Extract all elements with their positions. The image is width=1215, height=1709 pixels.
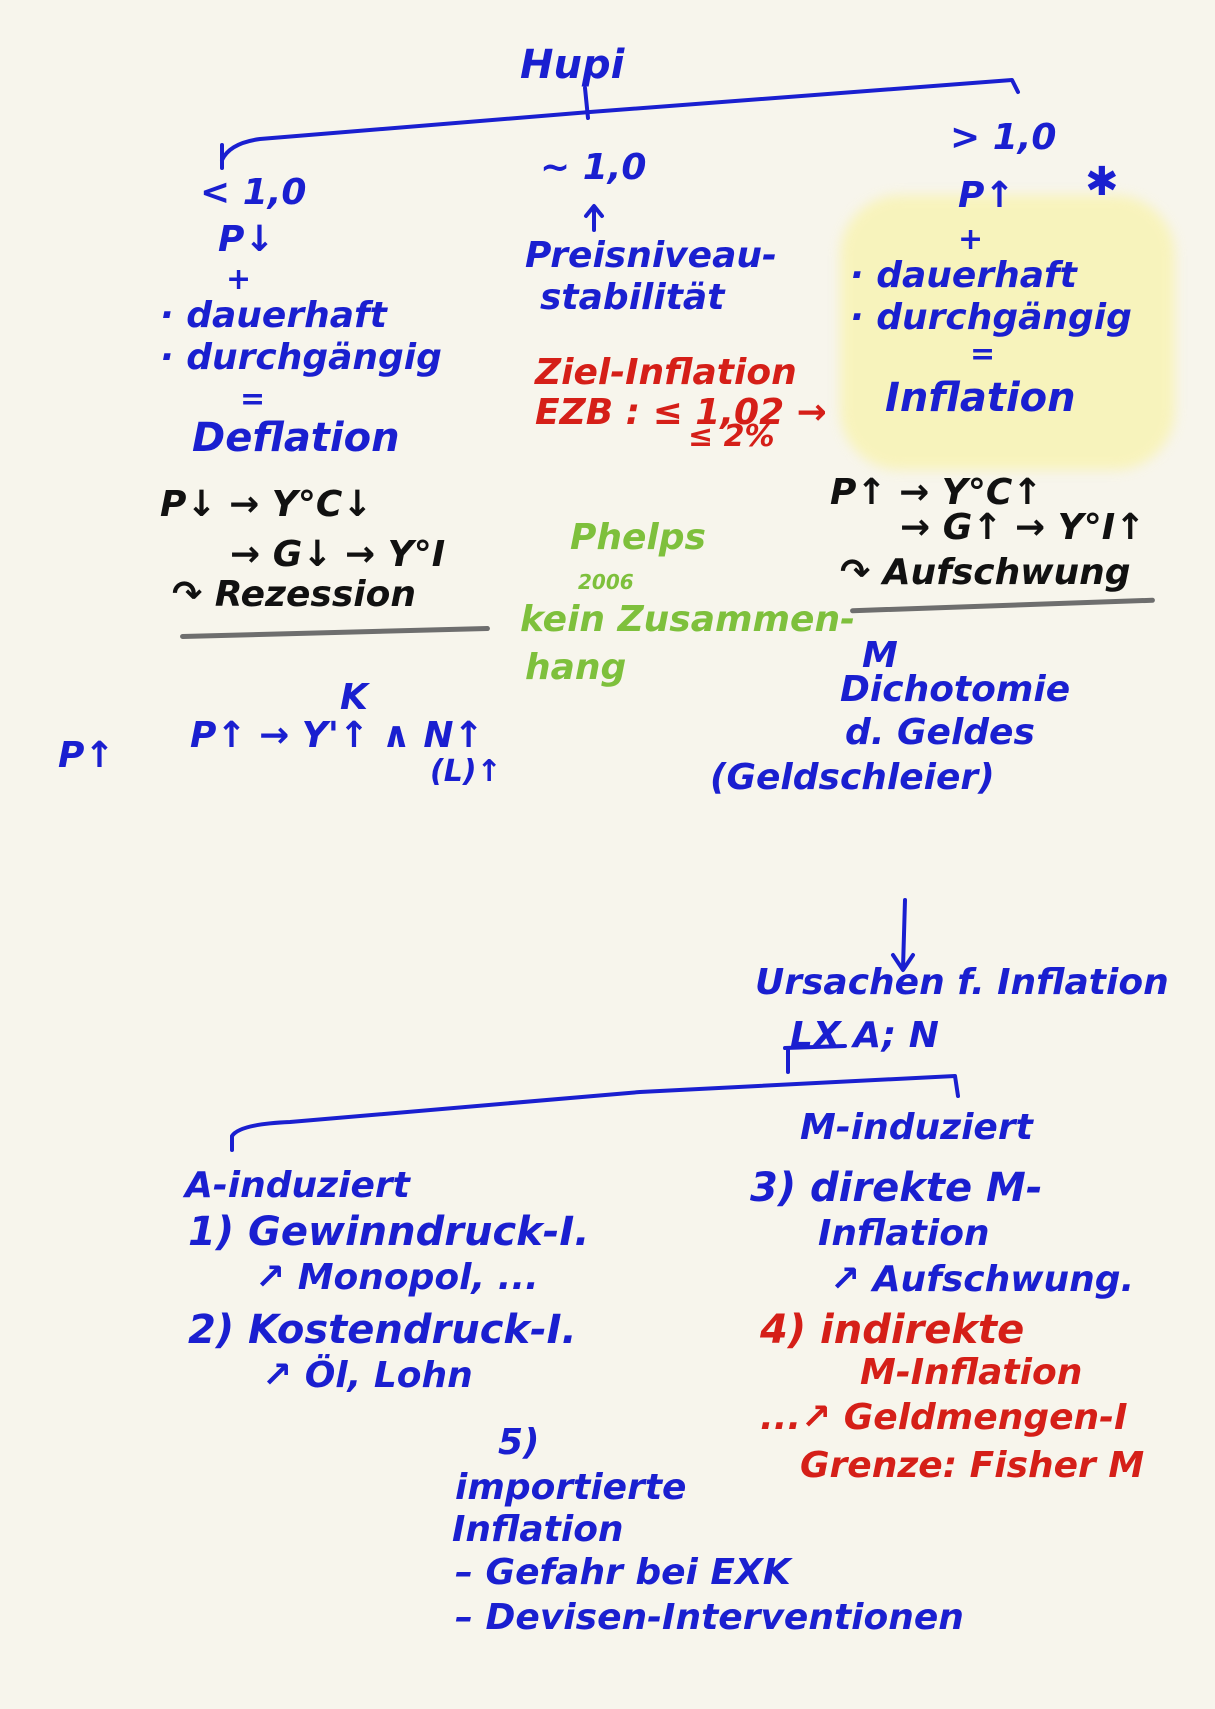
m-induced-item4-2: M-Inflation bbox=[860, 1352, 1083, 1393]
target-inflation-limit: ≤ 2% bbox=[688, 419, 775, 454]
causes-title: Ursachen f. Inflation bbox=[755, 962, 1169, 1003]
left-line1: · dauerhaft bbox=[160, 295, 387, 336]
right-price: P↑ bbox=[958, 175, 1015, 216]
k-chain: P↑ → Y'↑ ∧ N↑ bbox=[190, 715, 484, 756]
middle-up-arrow bbox=[584, 204, 604, 232]
m-induced-item4-limit: Grenze: Fisher M bbox=[800, 1445, 1145, 1486]
right-chain1: P↑ → Y°C↑ bbox=[830, 472, 1043, 513]
phelps-line1: kein Zusammen- bbox=[520, 599, 856, 640]
a-induced-item1-sub: ↗ Monopol, ... bbox=[255, 1257, 539, 1298]
a-induced-item2-sub: ↗ Öl, Lohn bbox=[262, 1355, 473, 1396]
bottom-tree-bracket bbox=[230, 1074, 960, 1152]
left-condition: < 1,0 bbox=[200, 172, 307, 213]
m-induced-item3-1: 3) direkte M- bbox=[750, 1165, 1043, 1211]
phelps-year: 2006 bbox=[578, 570, 634, 594]
left-result: Deflation bbox=[192, 415, 400, 461]
right-line2: · durchgängig bbox=[850, 297, 1132, 338]
tree-title: Hupi bbox=[520, 42, 625, 88]
left-chain1: P↓ → Y°C↓ bbox=[160, 484, 373, 525]
right-chain2: → G↑ → Y°I↑ bbox=[900, 507, 1146, 548]
p-side-label: P↑ bbox=[58, 735, 115, 776]
imported-item5-line4: – Devisen-Interventionen bbox=[455, 1597, 964, 1638]
a-induced-item2: 2) Kostendruck-I. bbox=[188, 1307, 577, 1353]
left-chain2: → G↓ → Y°I bbox=[230, 534, 446, 575]
imported-item5: 5) bbox=[498, 1422, 540, 1463]
middle-result-1: Preisniveau- bbox=[525, 235, 777, 276]
dichotomy-line2: d. Geldes bbox=[845, 712, 1035, 753]
m-induced-heading: M-induziert bbox=[800, 1107, 1033, 1148]
a-induced-heading: A-induziert bbox=[185, 1165, 410, 1206]
top-tree-bracket bbox=[220, 78, 1020, 162]
m-induced-item4-sub: ...↗ Geldmengen-I bbox=[760, 1397, 1128, 1438]
left-price: P↓ bbox=[218, 219, 275, 260]
dichotomy-line1: Dichotomie bbox=[840, 669, 1071, 710]
right-result: Inflation bbox=[885, 375, 1076, 421]
phelps-line2: hang bbox=[525, 647, 627, 688]
left-line2: · durchgängig bbox=[160, 337, 442, 378]
left-chain3: ↷ Rezession bbox=[172, 574, 416, 615]
m-induced-item3-2: Inflation bbox=[818, 1213, 990, 1254]
right-line1: · dauerhaft bbox=[850, 255, 1077, 296]
right-equals: = bbox=[970, 337, 996, 372]
label-k: K bbox=[340, 677, 368, 718]
dichotomy-line3: (Geldschleier) bbox=[710, 757, 995, 798]
left-plus: + bbox=[226, 262, 252, 297]
target-inflation-ecb: EZB : ≤ 1,02 → bbox=[535, 392, 827, 433]
bottom-sub-underline bbox=[783, 1044, 847, 1050]
m-induced-item4-1: 4) indirekte bbox=[760, 1307, 1025, 1353]
phelps-name: Phelps bbox=[570, 517, 706, 558]
left-equals: = bbox=[240, 382, 266, 417]
right-chain3: ↷ Aufschwung bbox=[840, 552, 1131, 593]
target-inflation-label: Ziel-Inflation bbox=[535, 352, 797, 393]
middle-condition: ~ 1,0 bbox=[540, 147, 647, 188]
middle-result-2: stabilität bbox=[540, 277, 725, 318]
m-induced-item3-sub: ↗ Aufschwung. bbox=[830, 1259, 1135, 1300]
right-star: ✱ bbox=[1085, 159, 1119, 205]
right-plus: + bbox=[958, 222, 984, 257]
causes-sub: LX A; N bbox=[790, 1015, 939, 1056]
right-label-m: M bbox=[862, 635, 898, 676]
inflation-highlight bbox=[840, 195, 1175, 470]
bottom-arrow-down bbox=[891, 898, 915, 972]
right-condition: > 1,0 bbox=[950, 117, 1057, 158]
imported-item5-line1: importierte bbox=[455, 1467, 687, 1508]
k-chain-sub: (L)↑ bbox=[430, 754, 502, 789]
a-induced-item1: 1) Gewinndruck-I. bbox=[188, 1209, 590, 1255]
imported-item5-line3: – Gefahr bei EXK bbox=[455, 1552, 791, 1593]
imported-item5-line2: Inflation bbox=[452, 1509, 624, 1550]
